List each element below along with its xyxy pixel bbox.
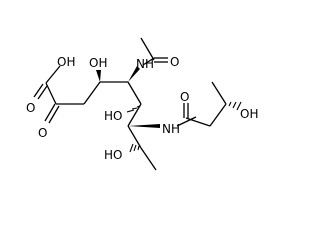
hash-c6-oh-2 — [131, 107, 138, 110]
bond-amide-c-ch2 — [185, 117, 211, 127]
hash-c6-oh-1 — [136, 105, 141, 108]
hashed-bonds — [126, 101, 242, 153]
bond-choh-methyl — [211, 81, 227, 105]
hash-c8-oh-3 — [129, 143, 134, 153]
wedge-c4-oh — [96, 70, 101, 82]
label-oh-c4: OH — [89, 56, 107, 70]
wedge-bonds — [96, 66, 160, 128]
structural-formula: OH O O OH NH O HO NH O OH HO — [26, 37, 258, 171]
bond-acetyl-c-ch3 — [140, 37, 155, 61]
atom-labels: OH O O OH NH O HO NH O OH HO — [26, 55, 258, 162]
bond-c1-c2 — [45, 82, 57, 105]
bond-c1-o-double-2 — [37, 85, 48, 100]
structure-canvas: OH O O OH NH O HO NH O OH HO — [26, 37, 259, 171]
wedge-c7-nh — [128, 124, 160, 128]
label-oh-side: OH — [240, 107, 258, 121]
bond-c1-o-double — [33, 83, 44, 98]
bond-nh-amide-c — [176, 116, 197, 127]
bond-c6-c7 — [127, 103, 142, 127]
label-amide-o: O — [180, 90, 189, 104]
hash-c8-oh-2 — [133, 144, 137, 152]
label-carboxyl-o: O — [26, 101, 35, 115]
bond-c3-c4 — [83, 81, 101, 105]
hash-side-oh-3 — [236, 101, 242, 111]
bond-c2-o-double — [44, 103, 56, 122]
bond-c5-c6 — [127, 81, 142, 105]
label-nh-c7: NH — [162, 122, 180, 136]
hash-c6-oh-3 — [126, 109, 135, 113]
bond-c2-o-double-2 — [48, 105, 60, 124]
hash-side-oh-2 — [232, 101, 237, 109]
label-ketone-o: O — [38, 126, 47, 140]
label-nh-c5: NH — [136, 57, 154, 71]
bonds — [33, 37, 227, 171]
bond-nh-acetyl-c — [142, 57, 155, 66]
hash-c8-oh-1 — [137, 145, 140, 151]
label-carboxyl-oh: OH — [57, 55, 75, 69]
label-oh-c8: HO — [104, 148, 122, 162]
bond-c8-methyl — [140, 147, 157, 171]
label-acetyl-o: O — [170, 55, 179, 69]
wedge-c5-nh — [128, 66, 140, 82]
bond-c1-oh — [45, 65, 61, 84]
bond-c7-c8 — [127, 125, 142, 149]
label-oh-c6: HO — [104, 109, 122, 123]
hash-side-oh-1 — [228, 101, 232, 107]
bond-ch2-choh — [209, 103, 227, 127]
